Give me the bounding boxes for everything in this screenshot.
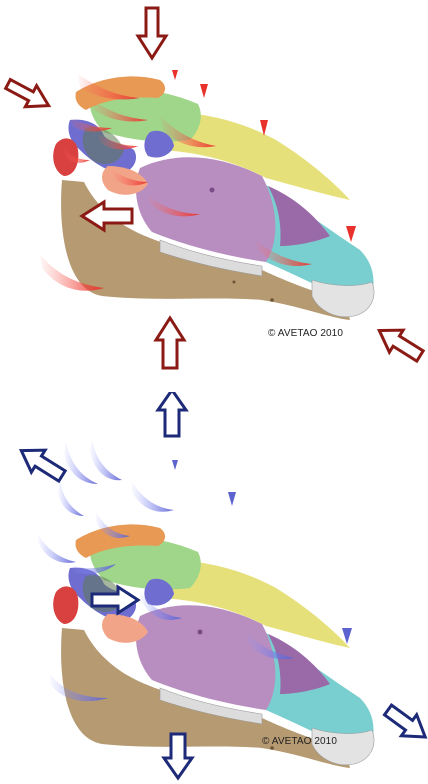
force-streak (90, 440, 122, 480)
copyright-label: © AVETAO 2010 (262, 736, 337, 747)
arrow-bottom-up (156, 318, 184, 368)
arrow-left-upper (2, 73, 54, 116)
arrow-right-lower (372, 320, 426, 367)
force-arrowhead (172, 70, 178, 80)
copyright-label: © AVETAO 2010 (268, 328, 343, 339)
force-arrowhead (346, 226, 356, 242)
foramen (198, 630, 203, 635)
occipital-bone (53, 586, 78, 624)
skull-panel-tensile: © AVETAO 2010 (0, 392, 428, 784)
force-arrowhead (228, 492, 236, 506)
mental-foramen (270, 298, 274, 302)
arrow-right-lower (380, 699, 428, 747)
force-streak (132, 482, 174, 512)
skull-figure-compressive (0, 0, 428, 392)
force-streak (58, 480, 84, 516)
foramen (210, 188, 215, 193)
arrow-top-down (138, 8, 166, 58)
force-arrowhead (200, 84, 208, 98)
arrow-top-up (158, 392, 186, 436)
skull-panel-compressive: © AVETAO 2010 (0, 0, 428, 392)
skull-figure-tensile (0, 392, 428, 784)
arrow-left-upper (14, 440, 68, 487)
force-arrowhead (172, 460, 178, 470)
mental-foramen-2 (233, 281, 236, 284)
force-streak (38, 534, 76, 563)
horse-skull (53, 524, 374, 768)
